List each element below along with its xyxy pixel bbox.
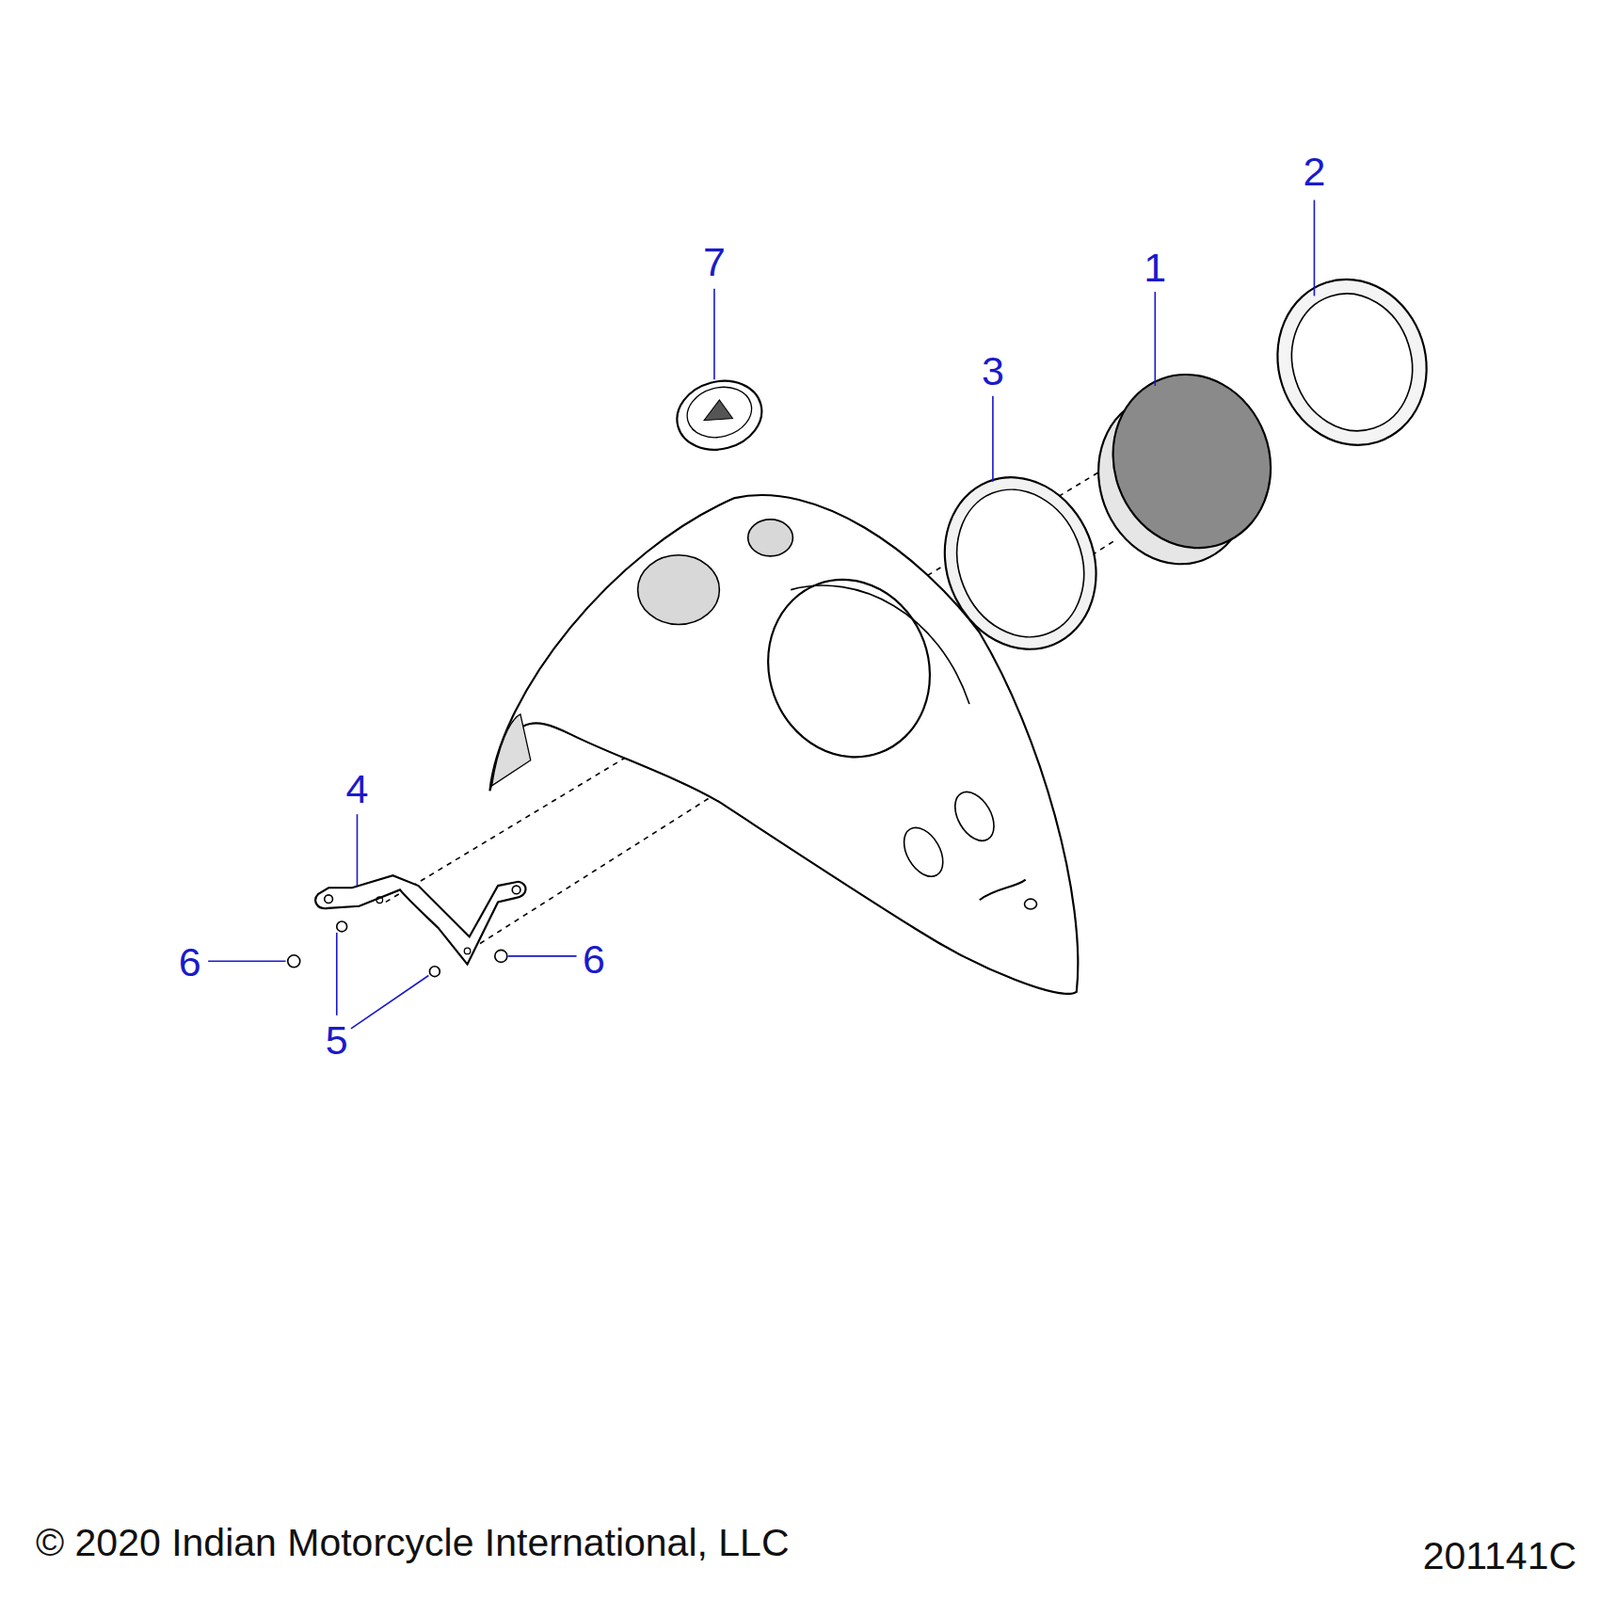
callout-number: 5: [325, 1020, 349, 1061]
callout-number: 6: [178, 942, 202, 983]
callout-number: 3: [981, 351, 1005, 392]
callout-number: 4: [346, 768, 369, 810]
callout-number: 1: [1143, 247, 1167, 288]
copyright-note: © 2020 Indian Motorcycle International, …: [35, 1523, 790, 1563]
callout-number: 6: [582, 939, 606, 980]
callout-number: 2: [1302, 151, 1326, 192]
drawing-number: 201141C: [1423, 1536, 1577, 1576]
callout-number: 7: [703, 241, 726, 283]
